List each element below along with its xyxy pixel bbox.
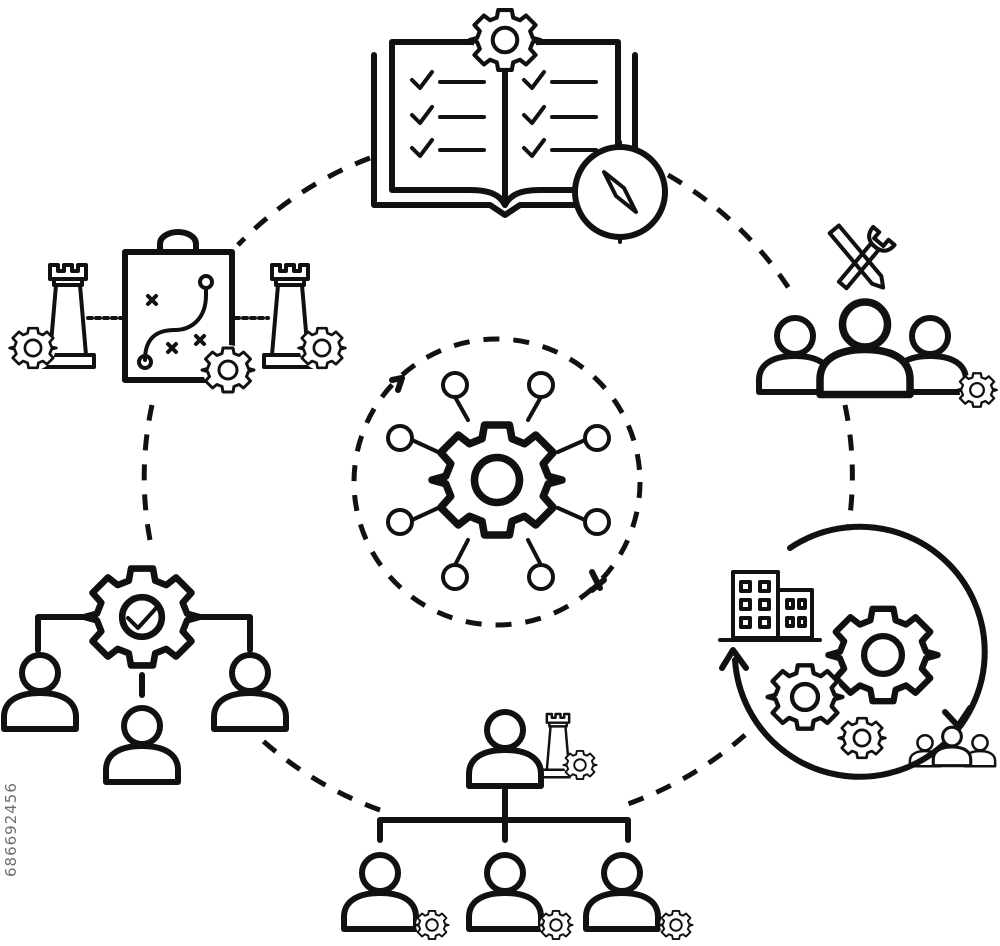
- team-hierarchy-strategy-icon: [344, 712, 694, 941]
- collaboration-gear-cycle-icon: [351, 336, 643, 628]
- approved-process-team-icon: [4, 569, 286, 782]
- business-process-cycle-icon: [718, 523, 997, 780]
- strategy-plan-icon: [8, 229, 347, 395]
- outer-dashed-ring: [141, 155, 855, 813]
- team-tools-icon: [759, 223, 998, 408]
- stock-id-watermark: 686692456: [2, 782, 20, 878]
- playbook-compass-icon: [371, 9, 668, 244]
